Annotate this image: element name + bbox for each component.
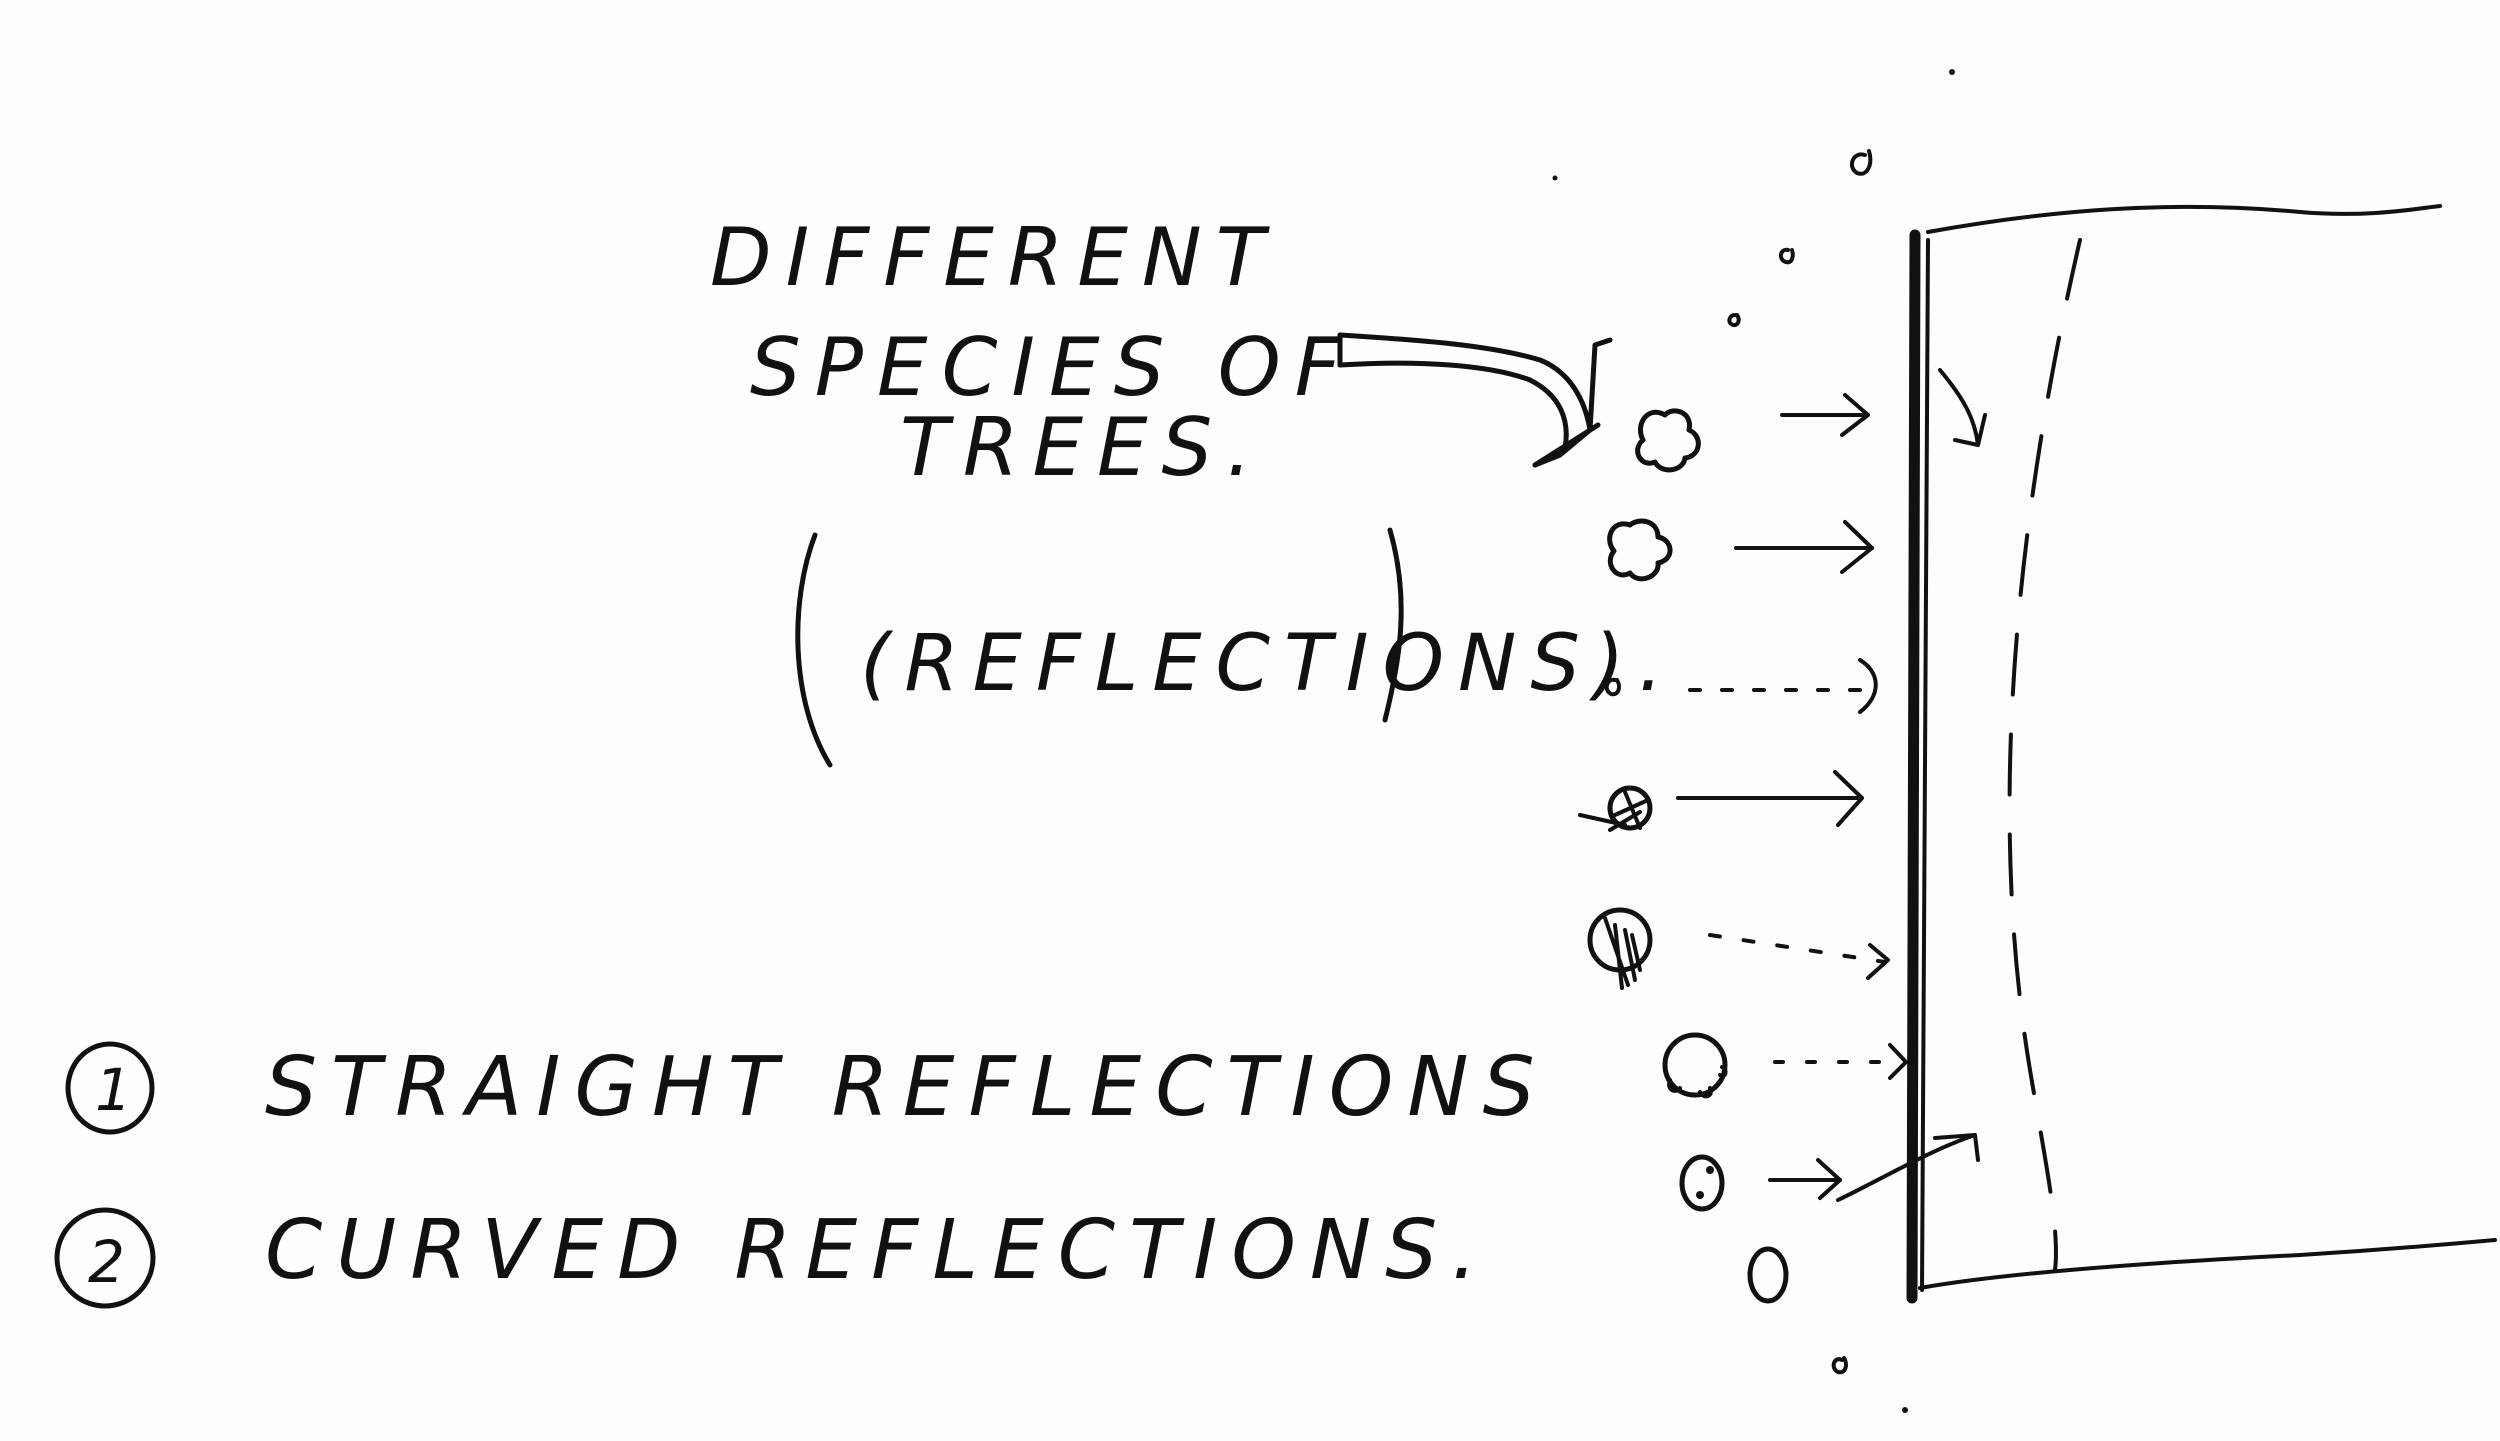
tree-symbol bbox=[1727, 313, 1741, 328]
dashed-arrow bbox=[1708, 933, 1890, 980]
tree-symbol bbox=[1679, 1154, 1725, 1212]
straight-arrow bbox=[1780, 393, 1870, 437]
tree-symbol bbox=[1662, 1032, 1728, 1099]
annotation-line-1: DIFFERENT bbox=[710, 211, 1279, 304]
left-bracket bbox=[795, 532, 833, 768]
dashed-arrow bbox=[1773, 1043, 1908, 1080]
tree-symbol bbox=[1607, 518, 1673, 582]
facade-edge bbox=[1920, 238, 1930, 1292]
annotation-arrow bbox=[1337, 332, 1613, 468]
reflected-arrow bbox=[1836, 1133, 1980, 1202]
tree-symbol bbox=[1831, 1356, 1848, 1375]
straight-arrow bbox=[1676, 770, 1864, 827]
reflections-note: (REFLECTIONS). bbox=[795, 527, 1677, 768]
option-2-label: CURVED REFLECTIONS. bbox=[265, 1203, 1491, 1298]
trees-column bbox=[1578, 149, 1873, 1375]
option-1-label: STRAIGHT REFLECTIONS bbox=[265, 1040, 1549, 1135]
right-bracket bbox=[1382, 527, 1404, 723]
reflected-arrow bbox=[1938, 368, 1987, 447]
straight-arrow bbox=[1768, 1158, 1842, 1200]
option-2-circle bbox=[54, 1207, 156, 1309]
tree-symbol bbox=[1635, 408, 1701, 473]
annotation-line-3: TREES. bbox=[900, 401, 1266, 494]
facade-wall bbox=[1906, 229, 1921, 1304]
tree-symbol bbox=[1747, 1246, 1789, 1304]
annotation-line-2: SPECIES OF bbox=[750, 321, 1355, 414]
note-text: (REFLECTIONS). bbox=[860, 619, 1677, 709]
tree-symbol bbox=[1587, 907, 1653, 990]
reflection-arrows bbox=[1676, 393, 1908, 1200]
roof-line bbox=[1926, 204, 2442, 234]
tree-symbol bbox=[1779, 247, 1795, 265]
ink-specks bbox=[1552, 69, 1955, 1413]
option-1: 1 STRAIGHT REFLECTIONS bbox=[65, 1040, 1549, 1135]
option-1-number: 1 bbox=[95, 1056, 146, 1124]
dashed-arrow bbox=[1688, 658, 1878, 714]
curved-reflection-line bbox=[2007, 238, 2082, 1272]
annotation-label: DIFFERENT SPECIES OF TREES. bbox=[710, 211, 1355, 494]
option-2: 2 CURVED REFLECTIONS. bbox=[54, 1203, 1491, 1309]
option-2-number: 2 bbox=[88, 1228, 139, 1296]
straight-arrow bbox=[1734, 520, 1874, 574]
option-1-circle bbox=[65, 1041, 155, 1135]
tree-symbol bbox=[1604, 677, 1621, 697]
tree-symbol bbox=[1578, 785, 1653, 832]
tree-symbol bbox=[1849, 149, 1873, 176]
ground-line bbox=[1918, 1238, 2497, 1290]
building-facade bbox=[1836, 204, 2497, 1304]
